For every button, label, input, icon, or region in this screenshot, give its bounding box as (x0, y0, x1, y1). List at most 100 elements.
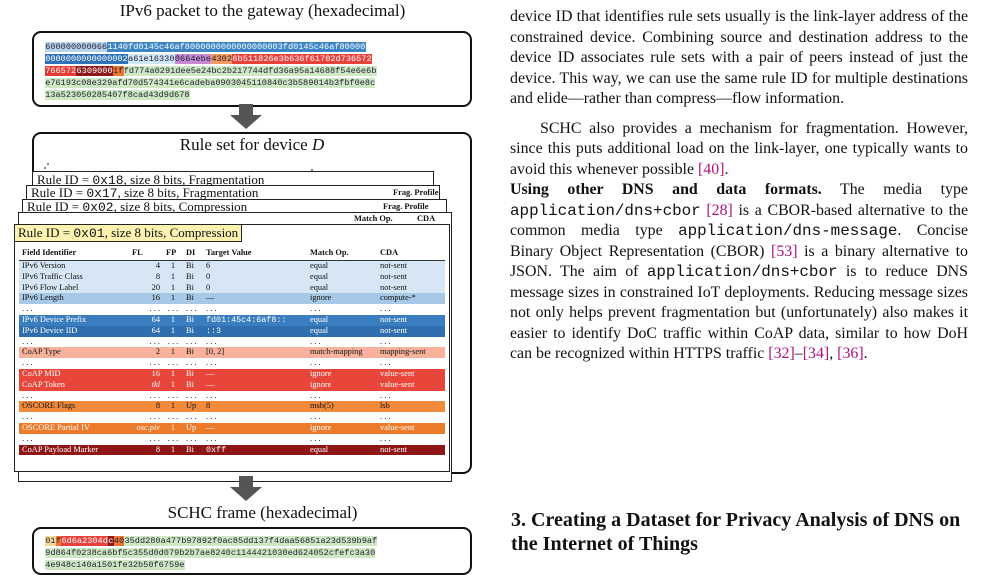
cell-di: Up (186, 422, 197, 432)
ellipsis-cell: . . . (380, 358, 391, 368)
table-row-ellipsis: . . .. . .. . .. . .. . .. . .. . . (19, 391, 445, 402)
cell-di: Bi (186, 325, 194, 335)
cell-cda: not-sent (380, 314, 407, 324)
cell-cda: not-sent (380, 325, 407, 335)
col-fl: FL (132, 247, 143, 257)
cell-di: Bi (186, 293, 194, 303)
rule-header-0x01: Rule ID = 0x01, size 8 bits, Compression (15, 225, 243, 242)
citation[interactable]: [32] (768, 345, 795, 362)
section-heading: 3. Creating a Dataset for Privacy Analys… (511, 509, 961, 555)
cell-field-identifier: IPv6 Device IID (22, 325, 78, 335)
ellipsis-cell: . . . (186, 433, 197, 443)
ellipsis-cell: . . . (22, 336, 33, 346)
ellipsis-cell: . . . (310, 433, 321, 443)
ellipsis-cell: . . . (167, 304, 179, 314)
cda-header: CDA (417, 214, 436, 223)
hex-segment: f (55, 536, 62, 546)
cell-di: Bi (186, 347, 194, 357)
hex-segment: 600000000066 (45, 42, 108, 52)
hex-segment: a61e16330 (127, 54, 175, 64)
cell-fl: 8 (155, 444, 160, 454)
cell-di: Bi (186, 444, 194, 454)
ellipsis-cell: . . . (149, 412, 160, 422)
cell-fp: 1 (170, 422, 176, 432)
cell-cda: not-sent (380, 282, 407, 292)
cell-fp: 1 (170, 379, 176, 389)
cell-fp: 1 (170, 444, 176, 454)
hex-segment: 1f (112, 66, 124, 76)
rule-table: Field Identifier FL FP DI Target Value M… (19, 246, 445, 456)
col-field-identifier: Field Identifier (22, 247, 77, 257)
ellipsis-cell: . . . (380, 304, 391, 314)
hex-segment: fd774a0291dee5e24bc2b217744dfd36a95a1468… (123, 66, 377, 76)
cell-target-value: 8 (206, 401, 211, 411)
hex-line: 6000000000661140fd0145c46af8000000000000… (45, 41, 366, 53)
rule-set-title: Rule set for device D (179, 135, 325, 154)
cell-field-identifier: OSCORE Flags (22, 401, 76, 411)
rule-box-0x01: Rule ID = 0x01, size 8 bits, Compression… (14, 224, 450, 472)
cell-field-identifier: CoAP Payload Marker (22, 444, 98, 454)
ellipsis-cell: . . . (310, 336, 321, 346)
citation[interactable]: [34] (802, 345, 830, 362)
hex-segment: 35dd280a477b97892f0ac85dd137f4daa56851a2… (124, 536, 378, 546)
ellipsis-cell: . . . (380, 433, 391, 443)
col-cda: CDA (380, 247, 399, 257)
ellipsis-cell: . . . (186, 304, 197, 314)
table-row-ellipsis: . . .. . .. . .. . .. . .. . .. . . (19, 304, 445, 315)
hex-segment: 01 (45, 536, 56, 546)
hex-line: 13a523050285407f8cad43d9d678 (45, 89, 190, 101)
cell-cda: not-sent (380, 444, 407, 454)
ellipsis-cell: . . . (186, 390, 197, 400)
ellipsis-cell: . . . (206, 304, 217, 314)
cell-fp: 1 (170, 368, 176, 378)
cell-cda: not-sent (380, 271, 407, 281)
table-row-ellipsis: . . .. . .. . .. . .. . .. . .. . . (19, 412, 445, 423)
cell-fl: 2 (155, 347, 160, 357)
schc-hex-box: 01f6d6a2304dc4035dd280a477b97892f0ac85dd… (32, 527, 472, 575)
paragraph-2: SCHC also provides a mechanism for fragm… (510, 119, 968, 178)
col-match-op: Match Op. (310, 247, 349, 257)
frag-profile-label: Frag. Profile (383, 202, 429, 211)
cell-match-op: equal (310, 282, 329, 292)
ellipsis-cell: . . . (186, 412, 197, 422)
cell-di: Up (186, 401, 197, 411)
citation[interactable]: [40] (698, 160, 725, 178)
ellipsis-cell: . . . (310, 358, 321, 368)
cell-target-value: — (206, 422, 215, 432)
cell-target-value: 6 (206, 261, 211, 270)
hex-segment: 1140fd0145c46af8000000000000000003fd0145… (107, 42, 366, 52)
paragraph-1: device ID that identifies rule sets usua… (510, 8, 968, 107)
paragraph-3: Using other DNS and data formats. The me… (510, 181, 968, 362)
ellipsis-cell: . . . (22, 390, 33, 400)
hex-line: 01f6d6a2304dc4035dd280a477b97892f0ac85dd… (45, 535, 378, 547)
cell-field-identifier: CoAP Type (22, 347, 61, 357)
ellipsis-cell: . . . (167, 358, 179, 368)
cell-target-value: ::3 (206, 325, 222, 336)
table-row-ellipsis: . . .. . .. . .. . .. . .. . .. . . (19, 337, 445, 348)
citation[interactable]: [28] (706, 201, 733, 219)
cell-fp: 1 (170, 314, 176, 324)
hex-line: 9d864f0238ca6bf5c355d0d079b2b7ae8240c114… (45, 547, 376, 559)
ellipsis-cell: . . . (310, 412, 321, 422)
col-fp: FP (166, 247, 177, 257)
cell-field-identifier: IPv6 Traffic Class (22, 271, 83, 281)
cell-field-identifier: IPv6 Version (22, 261, 66, 270)
cell-fp: 1 (170, 271, 176, 281)
ellipsis-cell: . . . (380, 390, 391, 400)
ellipsis-cell: . . . (206, 336, 217, 346)
cell-match-op: equal (310, 261, 329, 270)
cell-field-identifier: IPv6 Flow Label (22, 282, 79, 292)
citation[interactable]: [53] (771, 242, 798, 260)
match-op-header: Match Op. (354, 214, 393, 223)
rule-header-0x17: Rule ID = 0x17, size 8 bits, Fragmentati… (31, 185, 259, 201)
cell-match-op: equal (310, 325, 329, 335)
ellipsis-cell: . . . (149, 433, 160, 443)
ellipsis-cell: . . . (380, 336, 391, 346)
citation[interactable]: [36] (837, 345, 864, 362)
figure-title-ipv6: IPv6 packet to the gateway (hexadecimal) (119, 1, 406, 20)
